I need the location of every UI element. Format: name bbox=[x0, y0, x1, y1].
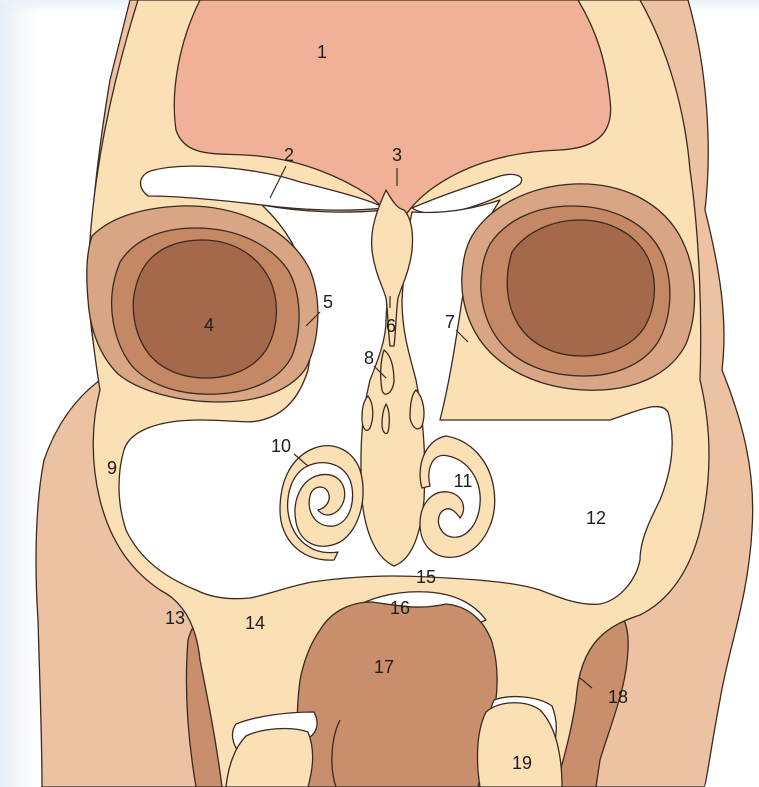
left-eye-globe bbox=[133, 240, 276, 378]
label-2: 2 bbox=[284, 146, 294, 164]
label-14: 14 bbox=[245, 614, 265, 632]
label-19: 19 bbox=[512, 754, 532, 772]
label-8: 8 bbox=[364, 349, 374, 367]
label-16: 16 bbox=[390, 599, 410, 617]
right-eye-globe bbox=[507, 220, 654, 356]
label-11: 11 bbox=[454, 472, 473, 490]
label-13: 13 bbox=[165, 609, 185, 627]
label-17: 17 bbox=[374, 658, 394, 676]
label-7: 7 bbox=[445, 313, 455, 331]
label-12: 12 bbox=[586, 509, 606, 527]
label-10: 10 bbox=[271, 437, 291, 455]
label-9: 9 bbox=[107, 459, 117, 477]
label-5: 5 bbox=[323, 293, 333, 311]
label-15: 15 bbox=[416, 568, 436, 586]
label-6: 6 bbox=[386, 317, 396, 335]
label-3: 3 bbox=[392, 146, 402, 164]
label-4: 4 bbox=[204, 316, 214, 334]
tongue bbox=[297, 602, 497, 787]
label-1: 1 bbox=[317, 43, 327, 61]
label-18: 18 bbox=[608, 688, 628, 706]
